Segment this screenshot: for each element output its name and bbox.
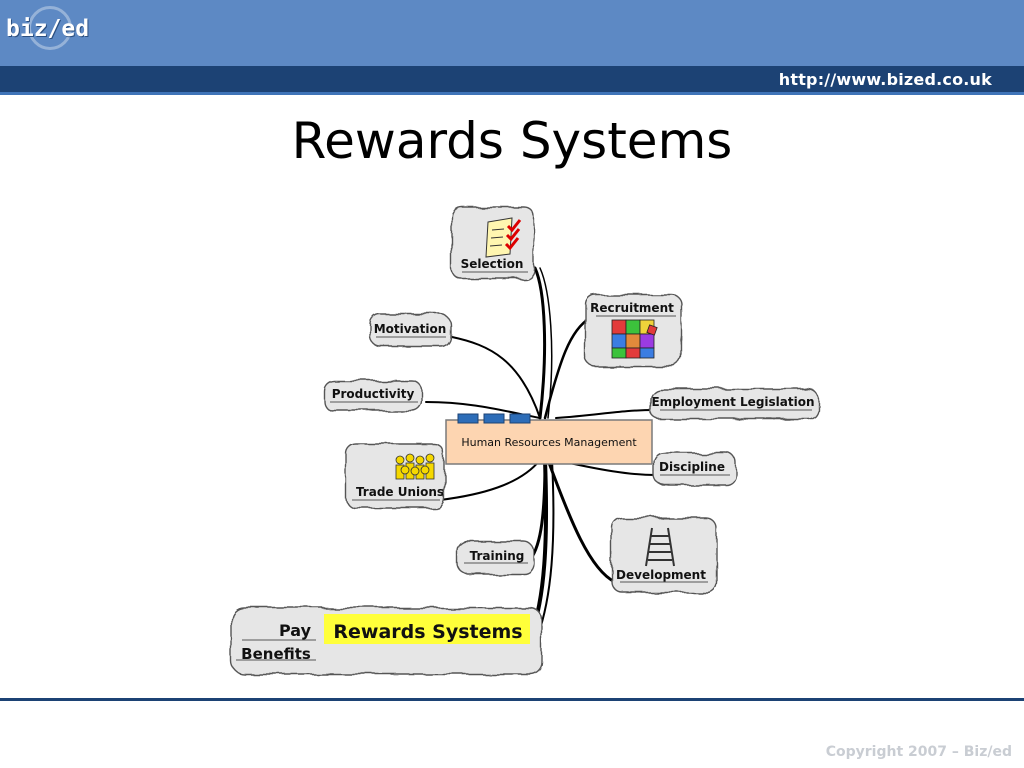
jigsaw-puzzle-icon	[611, 319, 658, 359]
node-productivity[interactable]: Productivity	[332, 387, 415, 401]
node-motivation[interactable]: Motivation	[374, 322, 447, 336]
copyright-text: Copyright 2007 – Biz/ed	[825, 744, 1012, 760]
connector-legislation	[555, 409, 656, 419]
cloud-discipline	[653, 452, 737, 486]
node-benefits-label: Benefits	[241, 645, 311, 663]
node-trade-unions[interactable]: Trade Unions	[356, 453, 444, 499]
connector-recruitment	[543, 316, 592, 420]
cloud-development	[611, 517, 717, 593]
header-bar	[0, 0, 1024, 66]
at-sign-logo-icon	[28, 6, 72, 50]
central-node-tab	[457, 413, 479, 424]
crowd-icon	[395, 453, 435, 480]
central-node-tab	[483, 413, 505, 424]
node-discipline[interactable]: Discipline	[659, 460, 725, 474]
node-productivity-label: Productivity	[332, 387, 415, 401]
connector-trade-unions	[439, 459, 541, 501]
node-rewards-systems-label: Rewards Systems	[333, 621, 522, 643]
node-rewards-systems[interactable]: Rewards Systems	[324, 614, 530, 644]
connector-development	[546, 458, 617, 584]
header-stripe	[0, 66, 1024, 92]
node-employment-legislation[interactable]: Employment Legislation	[651, 395, 814, 409]
node-recruitment[interactable]: Recruitment	[590, 301, 674, 359]
cloud-legislation	[649, 388, 819, 420]
central-node-label: Human Resources Management	[461, 436, 637, 449]
node-development[interactable]: Development	[616, 527, 706, 582]
cloud-training	[457, 541, 535, 575]
node-training-label: Training	[470, 549, 525, 563]
connector-selection	[533, 266, 547, 420]
node-selection-label: Selection	[461, 257, 524, 271]
footer-rule	[0, 698, 1024, 701]
header-rule	[0, 92, 1024, 95]
ladder-icon	[645, 527, 675, 567]
node-selection[interactable]: Selection	[461, 217, 524, 271]
node-benefits[interactable]: Benefits	[241, 645, 311, 663]
node-pay-label: Pay	[279, 621, 312, 640]
central-node-tab	[509, 413, 531, 424]
checklist-icon	[485, 217, 522, 258]
cloud-motivation	[369, 313, 451, 347]
slide-title: Rewards Systems	[291, 112, 733, 170]
node-recruitment-label: Recruitment	[590, 301, 674, 315]
rewards-highlight	[324, 614, 530, 644]
bized-logo[interactable]: biz/ed	[6, 16, 90, 42]
node-underlines	[236, 271, 812, 661]
node-motivation-label: Motivation	[374, 322, 447, 336]
node-pay[interactable]: Pay	[279, 621, 312, 640]
cloud-productivity	[323, 380, 423, 412]
central-node[interactable]: Human Resources Management	[445, 413, 653, 465]
node-discipline-label: Discipline	[659, 460, 725, 474]
node-training[interactable]: Training	[470, 549, 525, 563]
connector-motivation	[451, 336, 541, 419]
node-trade-unions-label: Trade Unions	[356, 485, 444, 499]
site-url-link[interactable]: http://www.bized.co.uk	[778, 70, 992, 89]
node-employment-legislation-label: Employment Legislation	[651, 395, 814, 409]
node-development-label: Development	[616, 568, 706, 582]
